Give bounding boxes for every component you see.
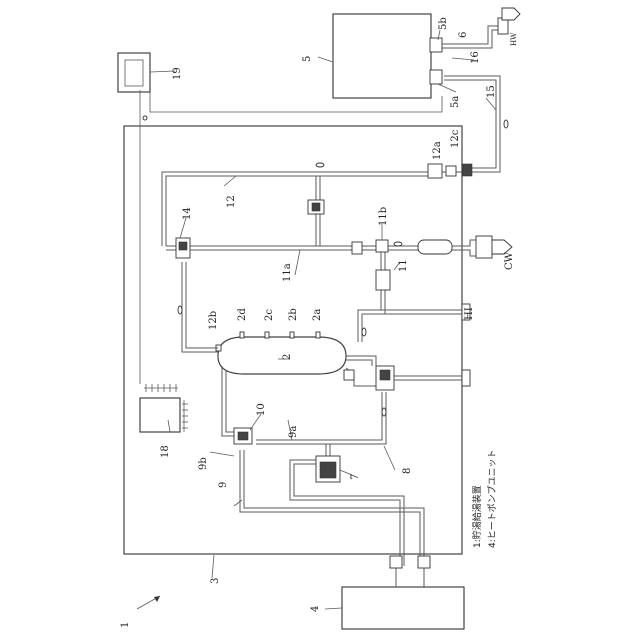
label-18: 18 (160, 445, 171, 458)
label-2a: 2a (312, 309, 323, 321)
label-7: 7 (350, 474, 361, 480)
label-15: 15 (486, 85, 497, 98)
label-16: 16 (470, 51, 481, 64)
label-6: 6 (458, 32, 469, 38)
label-4: 4 (310, 606, 321, 612)
label-9a: 9a (288, 426, 299, 438)
label-12: 12 (226, 195, 237, 208)
port-label-hw: HW (510, 32, 518, 46)
label-8: 8 (402, 468, 413, 474)
label-14: 14 (182, 207, 193, 220)
label-1: 1 (120, 622, 131, 628)
label-12a: 12a (432, 141, 443, 160)
controller-box (140, 398, 180, 432)
check-valve-11a (352, 242, 362, 254)
label-11b: 11b (378, 207, 389, 226)
note-heat-pump-unit: 4:ヒートポンプユニット (487, 450, 498, 549)
heat-pump-port-left (390, 556, 402, 568)
valve-11b (376, 240, 388, 252)
heat-pump-port-right (418, 556, 430, 568)
lower-port-fitting (462, 370, 470, 386)
valve-junction (462, 164, 472, 176)
cold-water-arrow (492, 240, 512, 254)
hot-water-arrow (502, 8, 520, 20)
label-5a: 5a (450, 96, 461, 108)
label-19: 19 (172, 67, 183, 80)
cold-water-inlet-valve (476, 236, 492, 258)
label-10: 10 (256, 403, 267, 416)
port-5b (430, 38, 442, 52)
label-3: 3 (210, 578, 221, 584)
relief-valve (376, 270, 390, 290)
valve-12a (428, 164, 442, 178)
label-9b: 9b (198, 457, 209, 470)
port-label-cw: CW (504, 251, 515, 270)
label-11: 11 (398, 259, 409, 272)
label-12c: 12c (450, 129, 461, 148)
label-2b: 2b (288, 308, 299, 321)
tank-outlet-fitting (344, 370, 354, 380)
label-2c: 2c (264, 309, 275, 321)
label-2d: 2d (237, 308, 248, 321)
label-5: 5 (302, 56, 313, 62)
flow-sensor-11 (418, 240, 452, 254)
label-2: 2 (282, 354, 293, 360)
port-5a (430, 70, 442, 84)
label-12b: 12b (208, 311, 219, 330)
label-11a: 11a (282, 263, 293, 282)
heat-pump-unit-box (342, 587, 464, 629)
port-label-hi: HI (464, 307, 475, 320)
legend-notes: 1:貯湯給湯装置 4:ヒートポンプユニット (471, 450, 498, 549)
note-storage-unit: 1:貯湯給湯装置 (471, 485, 483, 548)
label-9: 9 (218, 482, 229, 488)
hot-water-supply-unit-box (333, 14, 431, 98)
valve-12c (446, 166, 456, 176)
label-5b: 5b (438, 17, 449, 30)
